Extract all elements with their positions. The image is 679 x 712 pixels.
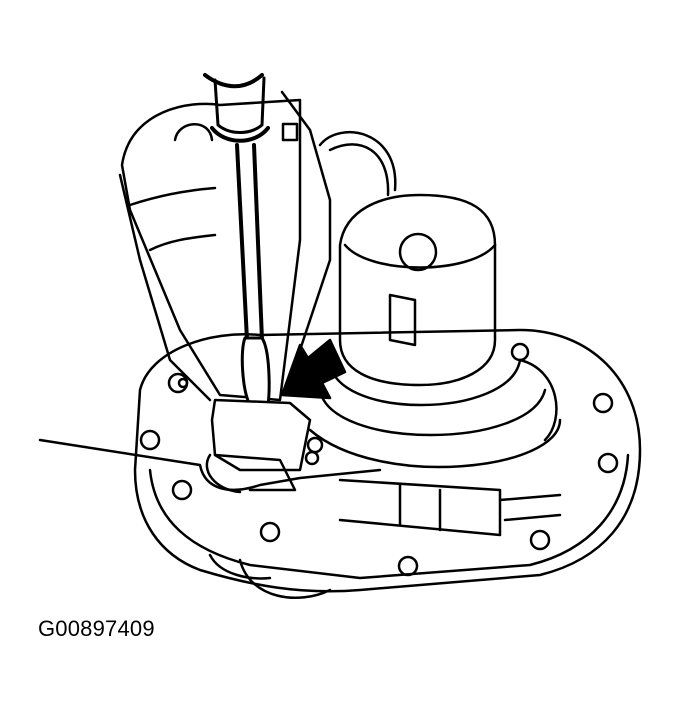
wiring-harness bbox=[280, 90, 397, 352]
bracket-details bbox=[338, 478, 562, 537]
arrow-indicator bbox=[280, 338, 347, 400]
electrical-connector bbox=[38, 398, 382, 494]
pump-canister bbox=[308, 193, 562, 469]
pump-reservoir bbox=[118, 98, 302, 402]
figure-id-label: G00897409 bbox=[38, 616, 155, 641]
base-flange bbox=[133, 328, 642, 600]
screwdriver bbox=[203, 73, 271, 407]
